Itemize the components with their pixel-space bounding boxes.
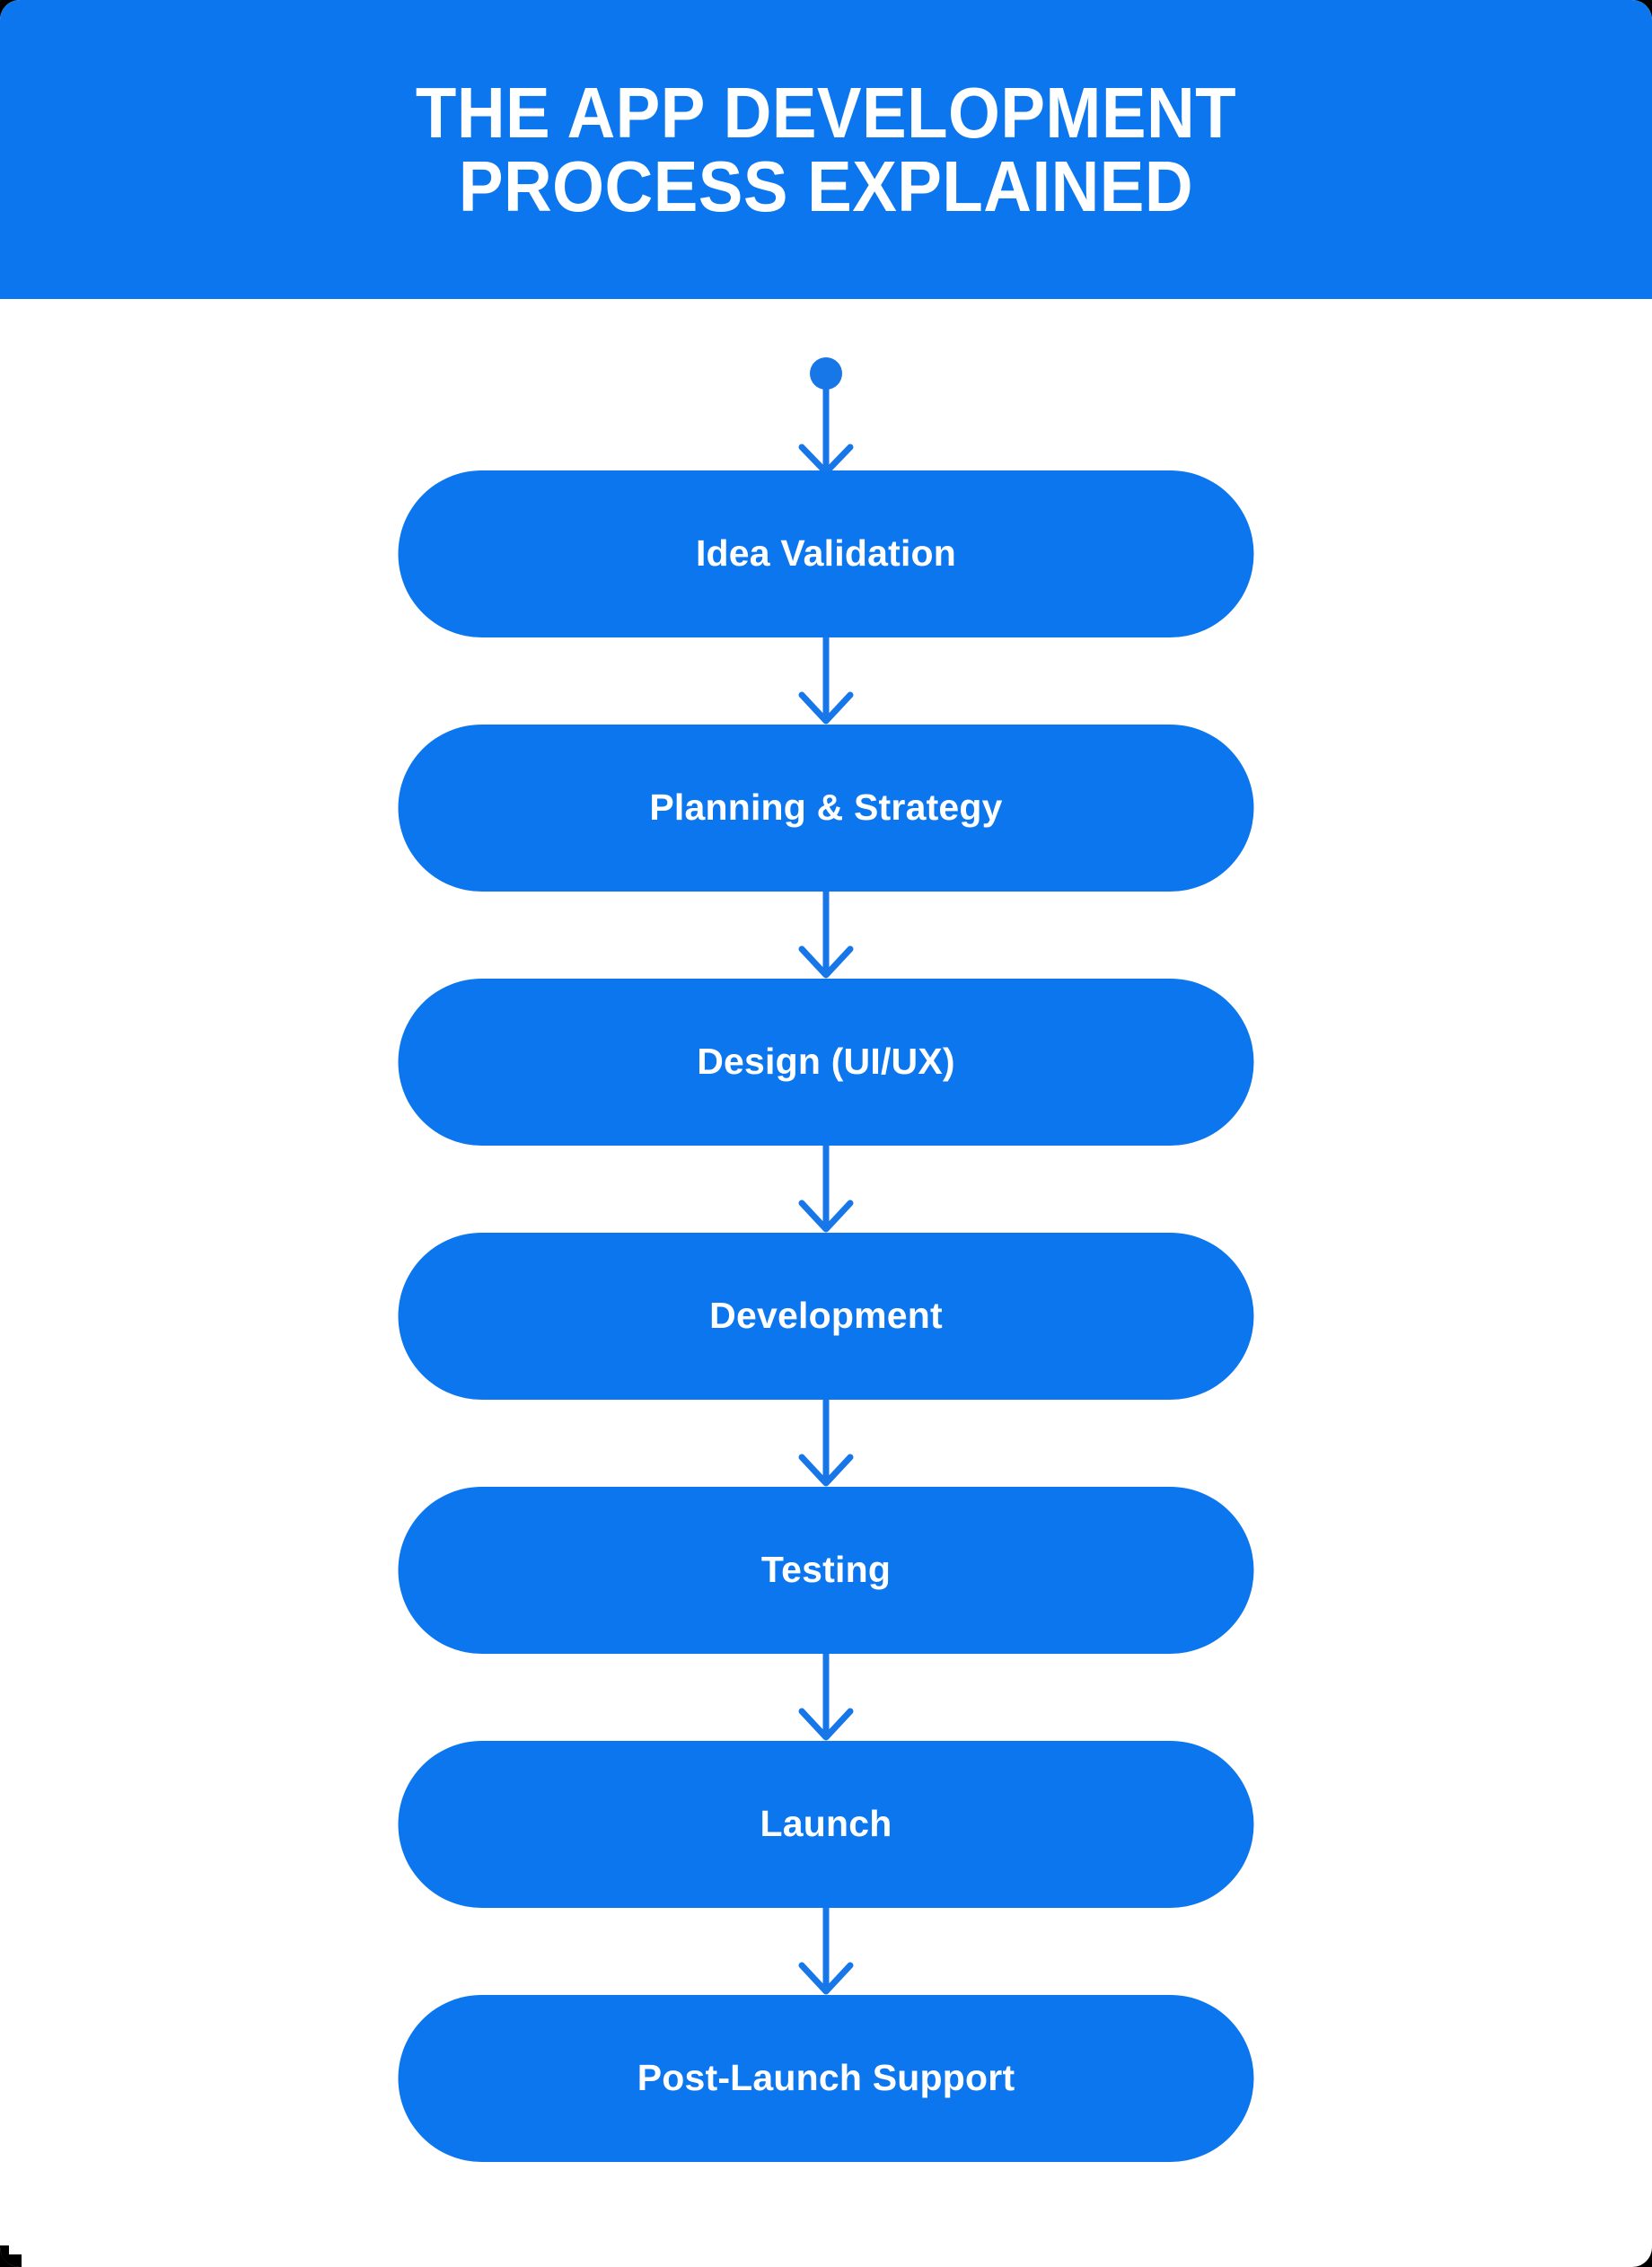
arrow-down-icon [798,634,854,725]
flow-step-label: Planning & Strategy [649,786,1003,829]
connector-2-3 [772,888,880,980]
start-dot-icon [798,357,854,476]
flow-start-node [772,355,880,479]
connector-5-6 [772,1650,880,1742]
flow-step-idea-validation[interactable]: Idea Validation [398,470,1254,637]
flow-step-label: Testing [760,1549,892,1591]
arrow-down-icon [798,1904,854,1995]
flow-step-label: Design (UI/UX) [697,1041,955,1083]
flowchart: Idea Validation Planning & Strategy Desi… [0,299,1652,2267]
flow-step-label: Launch [760,1803,892,1845]
flow-step-planning-strategy[interactable]: Planning & Strategy [398,725,1254,892]
flow-step-launch[interactable]: Launch [398,1741,1254,1908]
connector-1-2 [772,634,880,725]
flow-step-label: Post-Launch Support [637,2057,1015,2099]
flow-step-label: Idea Validation [695,532,957,575]
flow-step-label: Development [709,1295,943,1337]
flow-step-testing[interactable]: Testing [398,1487,1254,1654]
page-title-line-1: THE APP DEVELOPMENT [415,72,1237,153]
connector-4-5 [772,1396,880,1488]
arrow-down-icon [798,1142,854,1233]
arrow-down-icon [798,888,854,979]
corner-artifact-vertical [0,2245,9,2267]
header-banner: THE APP DEVELOPMENT PROCESS EXPLAINED [0,0,1652,299]
flow-step-design-ui-ux[interactable]: Design (UI/UX) [398,979,1254,1146]
arrow-down-icon [798,1396,854,1487]
page-title: THE APP DEVELOPMENT PROCESS EXPLAINED [409,76,1243,223]
flow-step-post-launch-support[interactable]: Post-Launch Support [398,1995,1254,2162]
connector-6-7 [772,1904,880,1996]
flow-step-development[interactable]: Development [398,1233,1254,1400]
page-title-line-2: PROCESS EXPLAINED [458,145,1194,226]
arrow-down-icon [798,1650,854,1741]
connector-3-4 [772,1142,880,1234]
